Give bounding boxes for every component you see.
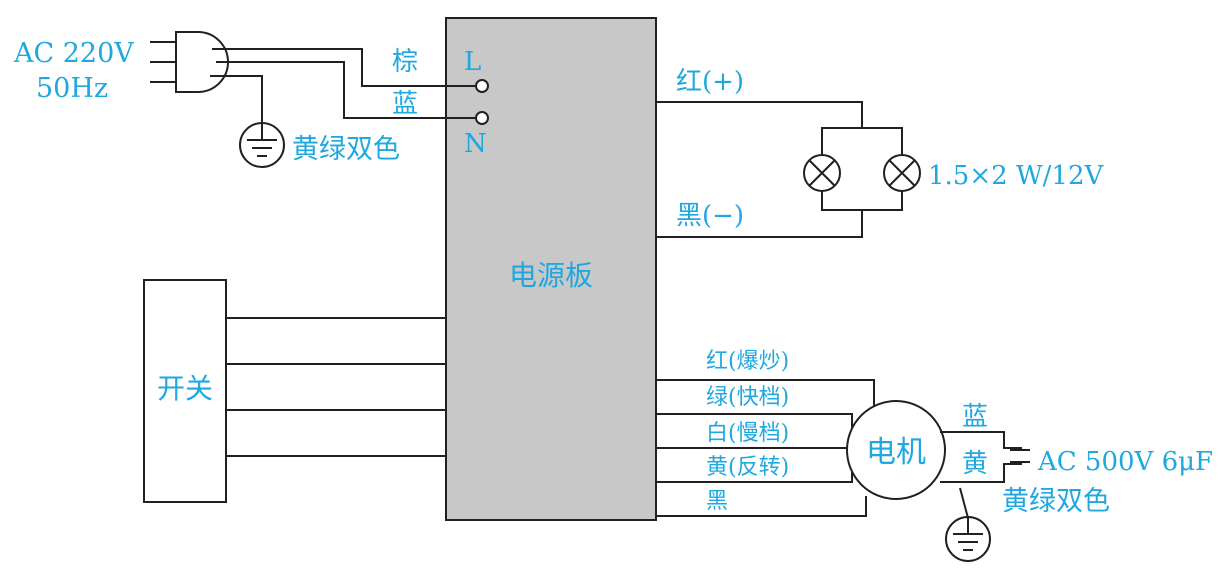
label-N: N	[464, 129, 487, 159]
terminal-L	[475, 79, 489, 93]
lamp-wire-negative	[656, 210, 863, 238]
switch-box	[143, 279, 227, 503]
capacitor-wire-blue	[940, 431, 1022, 449]
label-L: L	[464, 47, 481, 77]
capacitor-icon	[1010, 449, 1030, 463]
ground-icon	[239, 122, 285, 168]
label-brown: 棕	[392, 47, 418, 77]
motor-wire-label: 白(慢档)	[706, 421, 789, 446]
motor-icon	[846, 400, 946, 500]
label-blue: 蓝	[392, 89, 418, 119]
motor-wire	[656, 413, 853, 428]
lamp-bus-top	[821, 127, 903, 155]
capacitor-rating: AC 500V 6μF	[1037, 447, 1213, 477]
supply-frequency: 50Hz	[36, 73, 108, 104]
terminal-N	[475, 111, 489, 125]
ground-wire	[210, 75, 263, 122]
switch-label: 开关	[157, 372, 213, 405]
ground-label-top: 黄绿双色	[292, 134, 400, 165]
blue-wire	[216, 61, 476, 119]
motor-wire-label: 黄(反转)	[706, 455, 789, 480]
label-cap-yellow: 黄	[962, 449, 988, 479]
label-cap-blue: 蓝	[962, 402, 988, 432]
ground-icon	[945, 516, 991, 562]
capacitor-wire-yellow	[940, 463, 1022, 483]
lamp-rating: 1.5×2 W/12V	[928, 161, 1105, 191]
motor-wire	[656, 496, 867, 517]
lamp-wire-positive	[656, 101, 863, 128]
motor-label: 电机	[866, 435, 926, 470]
lamp-icon	[883, 154, 921, 192]
motor-wire-label: 绿(快档)	[706, 385, 789, 410]
supply-voltage: AC 220V	[13, 38, 134, 69]
motor-wire-label: 黑	[706, 489, 728, 514]
power-board	[445, 17, 657, 521]
label-lamp-negative: 黑(−)	[676, 201, 744, 231]
motor-wire-label: 红(爆炒)	[706, 349, 789, 374]
motor-wire	[656, 472, 853, 483]
label-lamp-positive: 红(+)	[676, 67, 744, 97]
motor-ground-wire	[959, 487, 969, 519]
lamp-icon	[803, 154, 841, 192]
brown-wire	[212, 48, 476, 87]
lamp-bus-bottom	[821, 191, 903, 211]
ground-label-motor: 黄绿双色	[1002, 486, 1110, 517]
plug-icon	[150, 31, 229, 93]
power-board-label: 电源板	[509, 259, 593, 292]
motor-wire	[656, 379, 875, 406]
